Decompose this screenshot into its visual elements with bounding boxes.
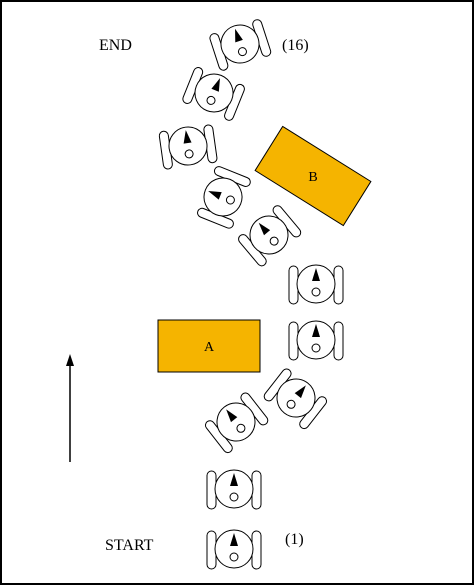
end-step-label: (16) [282, 37, 309, 54]
obstacle-a-label: A [204, 340, 215, 355]
robot-pose [158, 122, 219, 171]
robot-pose [180, 64, 247, 123]
start-step-label: (1) [285, 531, 304, 548]
obstacle-b-label: B [308, 170, 317, 185]
obstacle-b: B [254, 125, 372, 227]
robot-pose [235, 202, 304, 269]
robot-pose [206, 469, 262, 510]
robot-pose [202, 389, 271, 455]
start-label: START [105, 537, 154, 554]
end-label: END [99, 37, 132, 54]
obstacle-a: A [157, 319, 261, 373]
robot-pose [288, 264, 344, 305]
robot-pose [288, 320, 344, 361]
arrow-up-icon [66, 354, 74, 462]
robot-pose [206, 529, 262, 570]
robot-pose [207, 17, 273, 72]
robot-pose [194, 164, 253, 231]
robot-pose [261, 365, 330, 431]
